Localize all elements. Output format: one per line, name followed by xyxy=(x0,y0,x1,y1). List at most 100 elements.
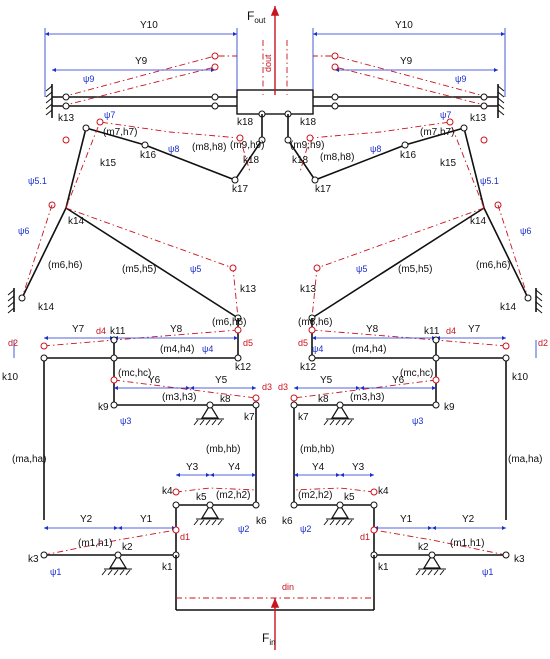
dim-Y6-right: Y6 xyxy=(392,375,405,386)
m8h8-left: (m8,h8) xyxy=(192,142,226,153)
k16-right: k16 xyxy=(400,150,417,161)
m2h2-right: (m2,h2) xyxy=(298,490,332,501)
m4h4-left: (m4,h4) xyxy=(160,344,194,355)
psi7-right: ψ7 xyxy=(440,110,451,120)
d3-right: d3 xyxy=(278,382,288,392)
ground-left-top xyxy=(45,84,53,118)
dim-Y7-left: Y7 xyxy=(72,324,85,335)
k15-right: k15 xyxy=(440,158,457,169)
input-displacement-label: din xyxy=(282,582,294,592)
m3h3-right: (m3,h3) xyxy=(350,392,384,403)
m4h4-right: (m4,h4) xyxy=(352,344,386,355)
dim-Y1-right: Y1 xyxy=(400,514,413,525)
k12-left: k12 xyxy=(235,362,252,373)
maha-right: (ma,ha) xyxy=(508,454,542,465)
k14-lower-left: k14 xyxy=(38,302,55,313)
m5h5-right: (m5,h5) xyxy=(398,264,432,275)
psi3-right: ψ3 xyxy=(412,416,423,426)
k17-left: k17 xyxy=(232,184,249,195)
k7-left: k7 xyxy=(244,412,255,423)
output-displacement-label: dout xyxy=(263,54,273,72)
m6h6-right: (m6,h6) xyxy=(476,260,510,271)
k1-right: k1 xyxy=(378,562,389,573)
lever-stage-right: d2 d4 d5 d3 Y7 Y8 Y6 Y5 k11 k12 k10 k9 k… xyxy=(278,318,548,520)
psi9-left: ψ9 xyxy=(83,74,94,84)
dim-Y4-left: Y4 xyxy=(228,462,241,473)
input-frame: din Fin xyxy=(175,555,375,650)
psi2-right: ψ2 xyxy=(300,524,311,534)
k11-right: k11 xyxy=(424,326,440,337)
output-stage: Y10 Y10 Y9 Y9 Fout dout ψ9 ψ9 k13 k13 k1… xyxy=(44,6,506,128)
dim-Y7-right: Y7 xyxy=(468,324,481,335)
ground-left-mid xyxy=(7,288,15,314)
k12-right: k12 xyxy=(300,362,317,373)
dim-Y8-left: Y8 xyxy=(170,324,183,335)
psi2-left: ψ2 xyxy=(238,524,249,534)
psi5-left: ψ5 xyxy=(190,264,201,274)
mbhb-left: (mb,hb) xyxy=(206,444,240,455)
psi4-right: ψ4 xyxy=(312,344,323,354)
m7h7-left: (m7,h7) xyxy=(103,127,137,138)
dim-Y2-right: Y2 xyxy=(462,514,475,525)
ground-right-top xyxy=(497,84,505,118)
m6h6-center-right: (m6,h6) xyxy=(298,317,332,328)
middle-linkage: ψ6 k14 (m6,h6) k14 (m5,h5) ψ5 k13 (m6,h6… xyxy=(7,204,543,328)
k16-left: k16 xyxy=(140,150,157,161)
k18-top-right: k18 xyxy=(300,117,317,128)
d3-left: d3 xyxy=(262,382,272,392)
k1-left: k1 xyxy=(162,562,173,573)
m5h5-left: (m5,h5) xyxy=(122,264,156,275)
k2-right: k2 xyxy=(418,542,429,553)
k8-right: k8 xyxy=(318,394,329,405)
k13-mid-right: k13 xyxy=(300,284,317,295)
input-stage-right: Y2 Y1 Y3 Y4 k3 k2 k1 k4 k5 k6 (m1,h1) (m… xyxy=(282,462,525,577)
mbhb-right: (mb,hb) xyxy=(300,444,334,455)
dim-Y4-right: Y4 xyxy=(312,462,325,473)
dim-Y6-left: Y6 xyxy=(148,375,161,386)
k13-top-right: k13 xyxy=(470,113,487,124)
dim-Y9-right: Y9 xyxy=(400,56,413,67)
psi51-left: ψ5.1 xyxy=(28,176,47,186)
upper-linkage-left: ψ7 (m7,h7) k15 k16 ψ8 (m8,h8) (m9,h9) k1… xyxy=(28,110,266,209)
input-force-label: Fin xyxy=(262,631,276,647)
psi6-right: ψ6 xyxy=(520,226,531,236)
dim-Y3-right: Y3 xyxy=(352,462,365,473)
psi5-right: ψ5 xyxy=(356,264,367,274)
k10-right: k10 xyxy=(512,372,529,383)
k13-top-left: k13 xyxy=(58,113,75,124)
k3-right: k3 xyxy=(514,554,525,565)
psi1-left: ψ1 xyxy=(50,567,61,577)
m1h1-left: (m1,h1) xyxy=(78,538,112,549)
d4-right: d4 xyxy=(446,326,456,336)
dim-Y10-right: Y10 xyxy=(395,20,413,31)
k14-upper-left: k14 xyxy=(68,216,85,227)
k18-mid-right: k18 xyxy=(292,155,309,166)
output-force-label: Fout xyxy=(247,9,266,25)
m9h9-left: (m9,h9) xyxy=(230,140,264,151)
k5-left: k5 xyxy=(196,492,207,503)
psi1-right: ψ1 xyxy=(482,567,493,577)
mchc-right: (mc,hc) xyxy=(400,368,433,379)
dim-Y3-left: Y3 xyxy=(186,462,199,473)
input-stage-left: Y2 Y1 Y3 Y4 k3 k2 k1 k4 k5 k6 (m1,h1) (m… xyxy=(28,462,267,577)
d2-left: d2 xyxy=(8,338,18,348)
k15-left: k15 xyxy=(100,158,117,169)
k3-left: k3 xyxy=(28,554,39,565)
psi4-left: ψ4 xyxy=(202,344,213,354)
dim-Y2-left: Y2 xyxy=(80,514,93,525)
k2-left: k2 xyxy=(122,542,133,553)
k14-lower-right: k14 xyxy=(500,302,517,313)
dim-Y5-left: Y5 xyxy=(215,375,228,386)
k18-top-left: k18 xyxy=(237,117,254,128)
psi6-left: ψ6 xyxy=(18,226,29,236)
k13-mid-left: k13 xyxy=(240,284,257,295)
m2h2-left: (m2,h2) xyxy=(216,490,250,501)
psi3-left: ψ3 xyxy=(120,416,131,426)
d1-right: d1 xyxy=(360,532,370,542)
k5-right: k5 xyxy=(344,492,355,503)
m1h1-right: (m1,h1) xyxy=(450,538,484,549)
k11-left: k11 xyxy=(110,326,126,337)
k10-left: k10 xyxy=(2,372,19,383)
k9-left: k9 xyxy=(98,402,109,413)
